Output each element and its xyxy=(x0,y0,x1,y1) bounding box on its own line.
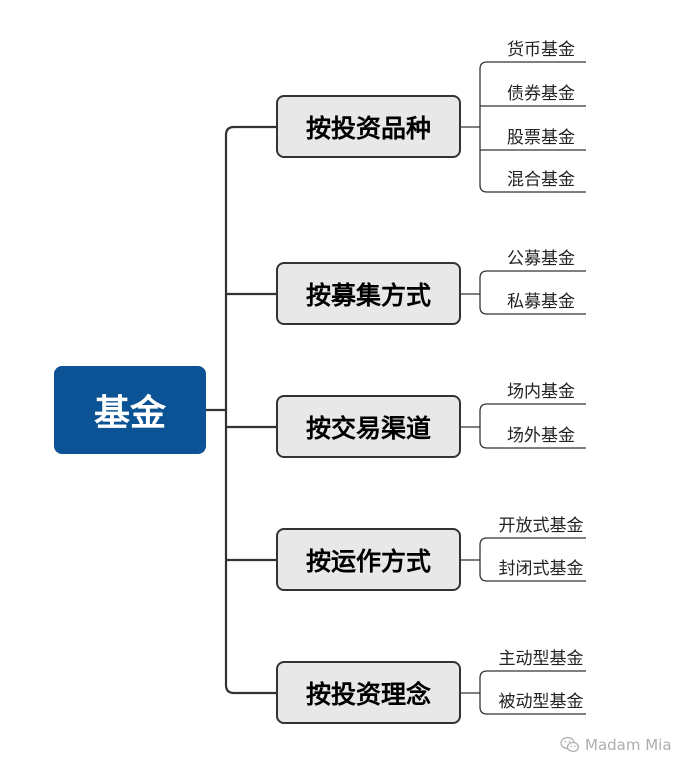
leaf-node: 股票基金 xyxy=(507,128,575,148)
leaf-underline xyxy=(479,270,586,279)
leaf-node: 主动型基金 xyxy=(498,649,584,669)
leaf-underline xyxy=(479,706,586,715)
leaf-underline xyxy=(479,403,586,412)
leaf-node: 货币基金 xyxy=(507,40,575,60)
leaf-underline xyxy=(479,670,586,679)
watermark-text: Madam Mia xyxy=(585,736,672,754)
leaf-underline xyxy=(479,573,586,582)
leaf-node: 开放式基金 xyxy=(498,516,584,536)
watermark: Madam Mia xyxy=(560,733,672,757)
category-node-fundraising: 按募集方式 xyxy=(276,262,461,325)
leaf-underline xyxy=(479,306,586,315)
category-connector xyxy=(224,125,276,136)
leaf-node: 混合基金 xyxy=(507,170,575,190)
leaf-underline xyxy=(479,61,586,70)
leaf-node: 场外基金 xyxy=(507,426,575,446)
category-node-investment-type: 按投资品种 xyxy=(276,95,461,158)
leaf-underline xyxy=(479,440,586,449)
leaf-node: 封闭式基金 xyxy=(498,559,584,579)
leaf-node: 债券基金 xyxy=(507,84,575,104)
leaf-underline xyxy=(479,184,586,193)
leaf-node: 公募基金 xyxy=(507,249,575,269)
category-node-investment-philosophy: 按投资理念 xyxy=(276,661,461,724)
leaf-node: 私募基金 xyxy=(507,292,575,312)
category-node-trading-channel: 按交易渠道 xyxy=(276,395,461,458)
leaf-underline xyxy=(479,537,586,546)
leaf-node: 场内基金 xyxy=(507,382,575,402)
leaf-node: 被动型基金 xyxy=(498,692,584,712)
category-connector xyxy=(224,684,276,695)
wechat-icon xyxy=(560,736,580,753)
root-node: 基金 xyxy=(54,366,206,454)
category-node-operation: 按运作方式 xyxy=(276,528,461,591)
